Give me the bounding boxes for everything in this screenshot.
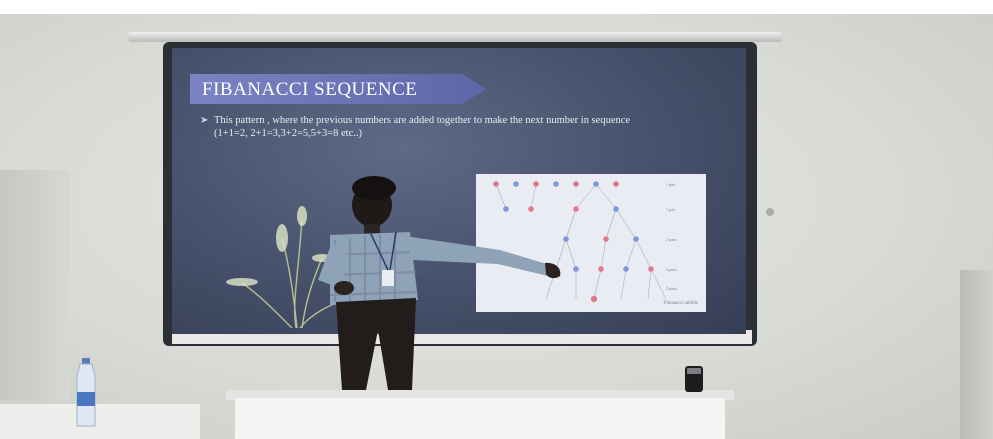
row-label: 1 pair (666, 182, 676, 187)
presenter (318, 176, 561, 390)
side-table (0, 404, 200, 439)
row-label: 2 pairs (666, 237, 677, 242)
slide-bullet-text: This pattern , where the previous number… (214, 115, 631, 139)
diagram-caption: Fibonacci rabbits (663, 301, 698, 306)
bullet-icon: ➤ (200, 115, 209, 126)
wall-shadow (0, 170, 70, 400)
cup (685, 366, 703, 392)
row-label: 3 pairs (666, 267, 677, 272)
water-bottle (76, 358, 96, 427)
table-cloth (235, 398, 725, 439)
row-label: 5 pairs (666, 286, 677, 291)
row-label: 1 pair (666, 207, 676, 212)
ceiling (0, 0, 993, 14)
podium (960, 270, 993, 439)
projected-slide: FIBANACCI SEQUENCE ➤ This pattern , wher… (172, 48, 746, 334)
slide-title-banner (190, 74, 486, 104)
projector-screen-housing (128, 32, 782, 42)
fibonacci-rabbit-diagram: 1 pair 1 pair 2 pairs 3 pairs 5 pairs Fi… (476, 174, 706, 312)
wall-socket (766, 208, 774, 216)
table-top (226, 390, 734, 400)
slide-title: FIBANACCI SEQUENCE (202, 79, 418, 100)
rabbit-tree (493, 181, 667, 303)
